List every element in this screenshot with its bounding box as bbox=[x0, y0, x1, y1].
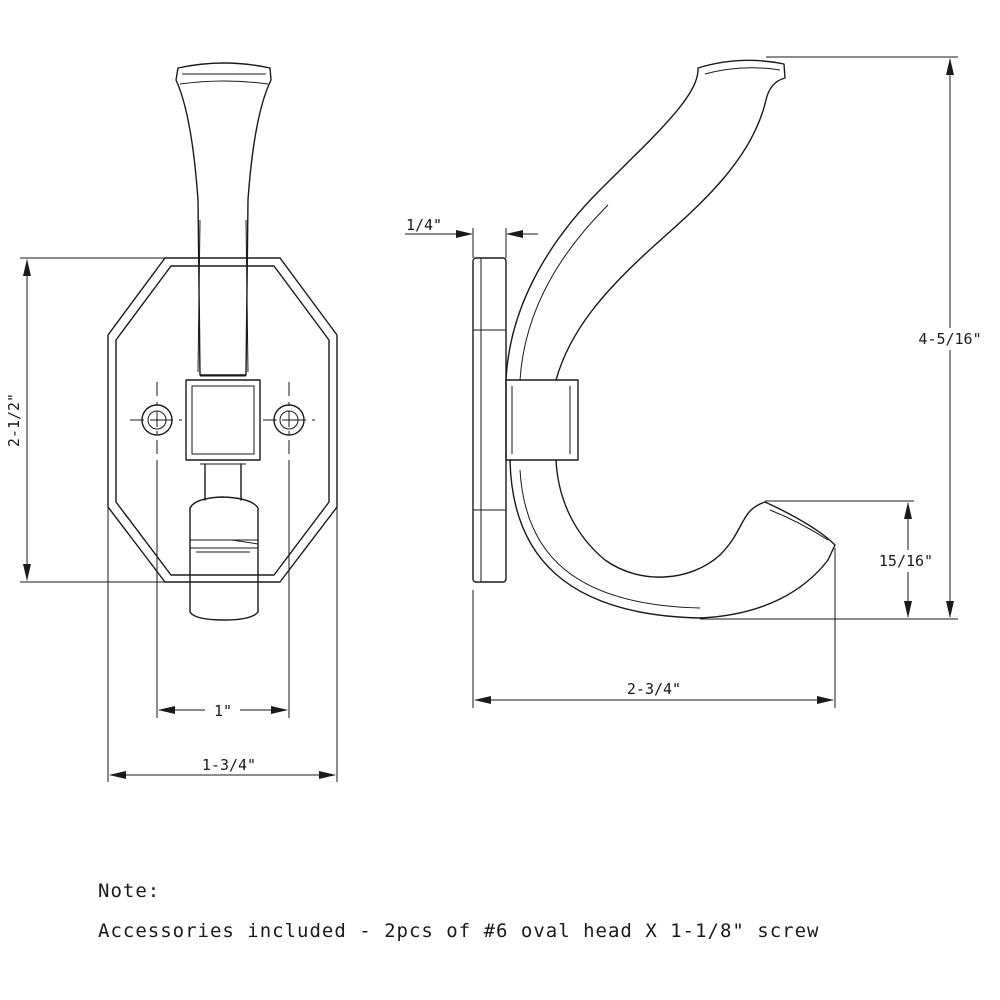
dim-lower-hook-height: 15/16" bbox=[765, 500, 944, 618]
backplate-outline bbox=[107, 257, 338, 583]
lower-knob bbox=[189, 496, 259, 621]
center-collar-inner bbox=[191, 385, 255, 455]
side-view: 1/4" 4-5/16" 15/16" 2- bbox=[405, 56, 995, 708]
front-view: 2-1/2" 1" 1-3/4" bbox=[5, 62, 338, 782]
lower-hook-arm bbox=[509, 459, 836, 619]
lower-stem bbox=[204, 463, 242, 501]
upper-stem bbox=[175, 62, 272, 376]
dim-projection-label: 2-3/4" bbox=[627, 680, 681, 698]
center-collar bbox=[185, 379, 261, 461]
upper-stem-cap bbox=[179, 73, 269, 373]
dim-plate-thickness-label: 1/4" bbox=[406, 216, 442, 234]
backplate-bevel bbox=[115, 265, 330, 576]
screw-hole-right bbox=[263, 382, 316, 460]
dim-backplate-width: 1-3/4" bbox=[107, 507, 338, 782]
dim-backplate-width-label: 1-3/4" bbox=[202, 756, 256, 774]
dim-lower-hook-height-label: 15/16" bbox=[879, 552, 933, 570]
dim-backplate-height: 2-1/2" bbox=[5, 257, 165, 583]
collar-side bbox=[505, 379, 579, 461]
note-body: Accessories included - 2pcs of #6 oval h… bbox=[98, 920, 820, 942]
dim-overall-height: 4-5/16" bbox=[700, 56, 995, 620]
note-heading: Note: bbox=[98, 880, 161, 902]
backplate-side bbox=[472, 257, 507, 583]
dim-backplate-height-label: 2-1/2" bbox=[5, 393, 23, 447]
dim-plate-thickness: 1/4" bbox=[405, 216, 538, 258]
screw-hole-left bbox=[130, 382, 183, 460]
dim-overall-height-label: 4-5/16" bbox=[918, 330, 981, 348]
dim-screw-spacing: 1" bbox=[156, 460, 290, 720]
upper-hook-arm bbox=[505, 59, 786, 381]
dim-projection: 2-3/4" bbox=[472, 548, 836, 708]
dim-screw-spacing-label: 1" bbox=[214, 702, 232, 720]
